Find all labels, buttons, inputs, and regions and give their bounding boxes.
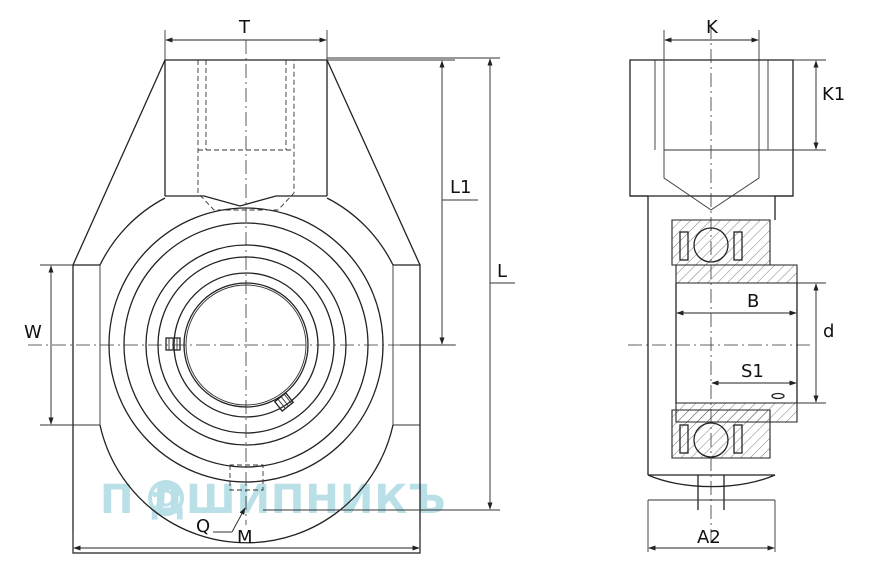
dim-label-M: M: [237, 527, 253, 548]
watermark: П ДШИПНИКЪ: [100, 477, 446, 523]
dim-label-B: B: [747, 291, 759, 312]
dim-label-Q: Q: [196, 516, 210, 537]
front-dimensions: T L1 L W M Q: [24, 17, 515, 553]
side-view: [628, 25, 810, 545]
front-view: [28, 40, 460, 554]
dim-label-W: W: [24, 322, 42, 343]
side-dimensions: K K1 d B S1 A2: [647, 17, 845, 552]
watermark-bearing-logo: [148, 480, 184, 516]
dim-label-d: d: [823, 321, 834, 342]
dim-label-T: T: [238, 17, 251, 38]
dim-label-K: K: [706, 17, 719, 38]
set-screw-right: [273, 392, 295, 412]
dim-label-A2: A2: [697, 527, 721, 548]
dim-label-L: L: [497, 261, 507, 282]
side-boss: [629, 59, 794, 197]
dim-label-L1: L1: [450, 177, 471, 198]
dim-label-S1: S1: [741, 361, 764, 382]
dim-label-K1: K1: [822, 84, 845, 105]
